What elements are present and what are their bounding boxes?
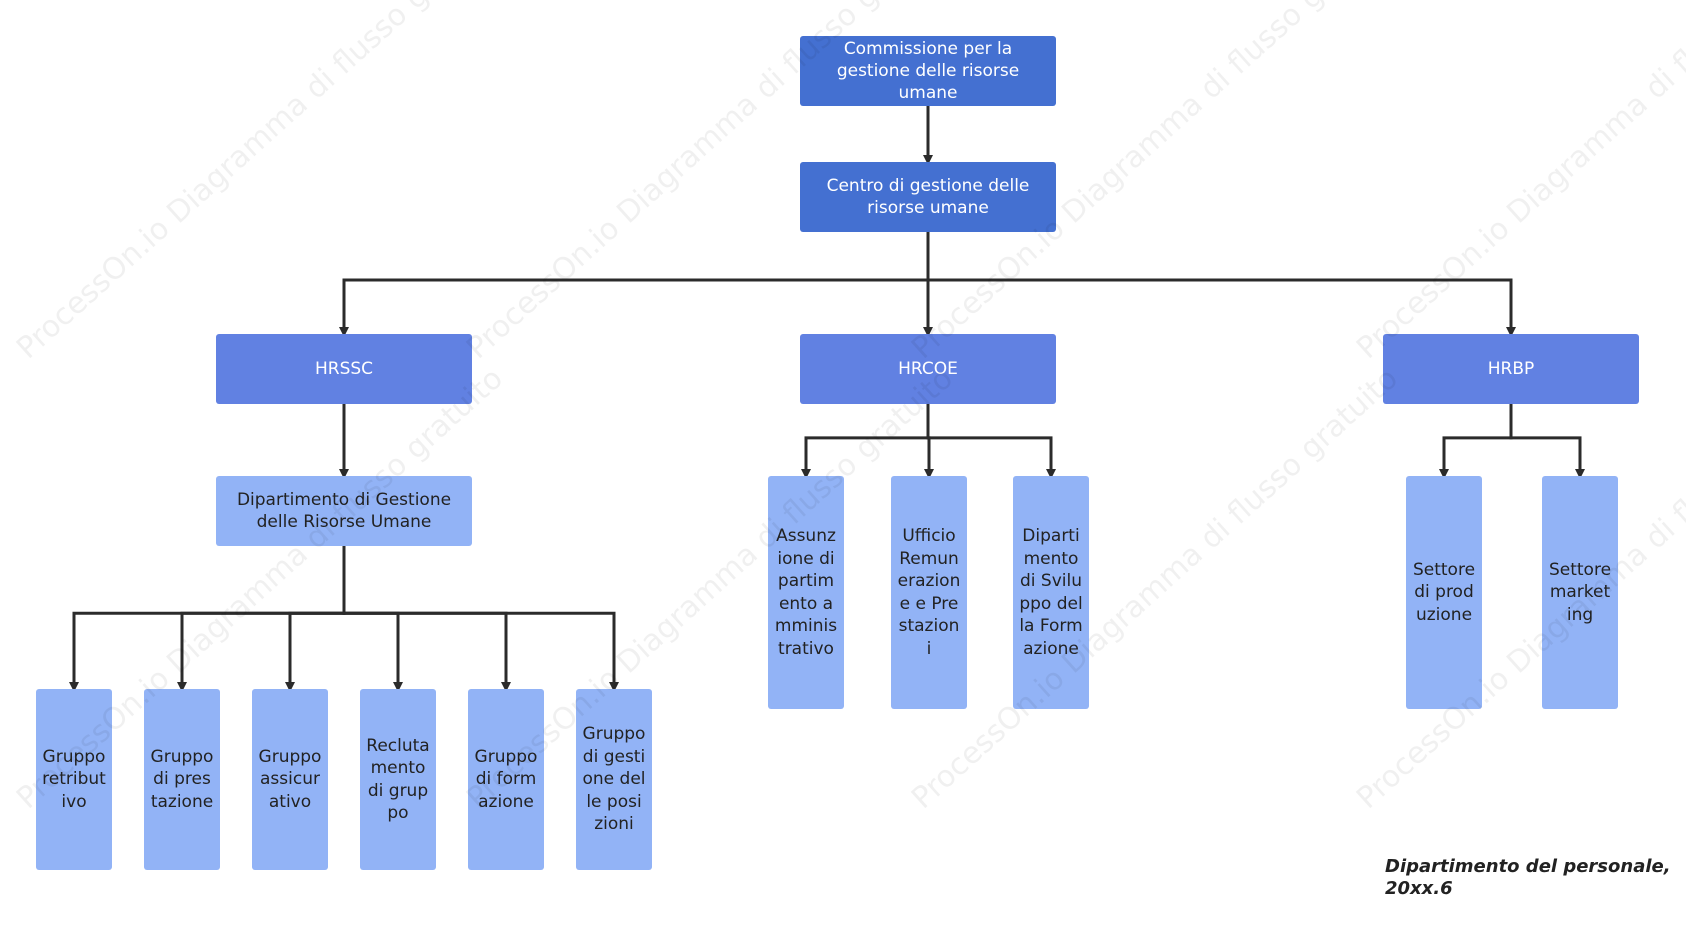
- node-settore-produzione[interactable]: Settore di produzione: [1406, 476, 1482, 709]
- node-label: Gruppo di formazione: [474, 746, 538, 812]
- node-label: Dipartimento di Sviluppo della Formazion…: [1019, 526, 1083, 659]
- node-settore-marketing[interactable]: Settore marketing: [1542, 476, 1618, 709]
- connector-dip-gestione-formazione: [342, 546, 511, 692]
- connector-hrbp-produzione: [1439, 404, 1513, 479]
- connector-dip-gestione-prestazione: [177, 546, 346, 692]
- connector-dip-gestione-assicurativo: [285, 546, 346, 692]
- node-label: Gruppo assicurativo: [258, 746, 322, 812]
- node-hrssc[interactable]: HRSSC: [216, 334, 472, 404]
- connector-dip-gestione-reclutamento: [342, 546, 403, 692]
- node-gruppo-formazione[interactable]: Gruppo di formazione: [468, 689, 544, 870]
- node-label: HRBP: [1487, 359, 1535, 379]
- node-label: Gruppo retributivo: [42, 746, 106, 812]
- connector-dip-gestione-retributivo: [69, 546, 346, 692]
- node-reclutamento-gruppo[interactable]: Reclutamento di gruppo: [360, 689, 436, 870]
- node-label: Gruppo di gestione delle posizioni: [582, 724, 646, 835]
- node-assunzione-dipartimento[interactable]: Assunzione dipartimento amministrativo: [768, 476, 844, 709]
- node-ufficio-remunerazione[interactable]: Ufficio Remunerazione e Prestazioni: [891, 476, 967, 709]
- connector-centro-hrbp: [926, 232, 1516, 337]
- node-label: Dipartimento di Gestione delle Risorse U…: [236, 490, 452, 532]
- node-label: Settore di produzione: [1412, 559, 1476, 625]
- node-label: Gruppo di prestazione: [150, 746, 214, 812]
- node-commissione[interactable]: Commissione per la gestione delle risors…: [800, 36, 1056, 106]
- connector-hrcoe-assunzione: [801, 404, 930, 479]
- node-label: HRSSC: [314, 359, 374, 379]
- node-centro[interactable]: Centro di gestione delle risorse umane: [800, 162, 1056, 232]
- node-gruppo-prestazione[interactable]: Gruppo di prestazione: [144, 689, 220, 870]
- connector-hrcoe-sviluppo: [926, 404, 1056, 479]
- node-label: Centro di gestione delle risorse umane: [826, 176, 1030, 218]
- node-hrcoe[interactable]: HRCOE: [800, 334, 1056, 404]
- node-label: Assunzione dipartimento amministrativo: [774, 526, 838, 659]
- node-gruppo-assicurativo[interactable]: Gruppo assicurativo: [252, 689, 328, 870]
- footer-caption: Dipartimento del personale, 20xx.6: [1385, 856, 1671, 899]
- node-gruppo-posizioni[interactable]: Gruppo di gestione delle posizioni: [576, 689, 652, 870]
- connector-dip-gestione-posizioni: [342, 546, 619, 692]
- node-gruppo-retributivo[interactable]: Gruppo retributivo: [36, 689, 112, 870]
- node-label: Commissione per la gestione delle risors…: [836, 39, 1020, 103]
- node-label: HRCOE: [898, 359, 958, 379]
- node-dipartimento-gestione[interactable]: Dipartimento di Gestione delle Risorse U…: [216, 476, 472, 546]
- node-label: Reclutamento di gruppo: [366, 735, 430, 824]
- node-label: Settore marketing: [1548, 559, 1612, 625]
- connector-hrbp-marketing: [1509, 404, 1585, 479]
- node-dipartimento-sviluppo[interactable]: Dipartimento di Sviluppo della Formazion…: [1013, 476, 1089, 709]
- connector-centro-hrssc: [339, 232, 930, 337]
- node-hrbp[interactable]: HRBP: [1383, 334, 1639, 404]
- node-label: Ufficio Remunerazione e Prestazioni: [897, 526, 961, 659]
